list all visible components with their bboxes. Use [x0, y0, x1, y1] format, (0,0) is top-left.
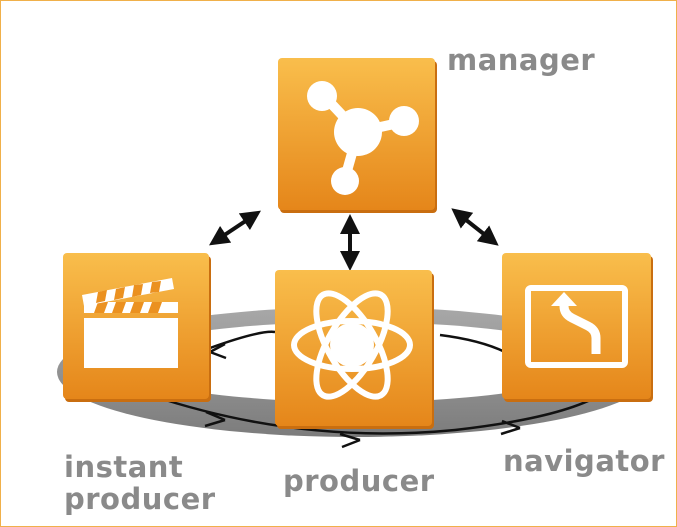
manager-tile: [278, 58, 437, 213]
route-display-icon: [525, 285, 628, 368]
producer-tile: [275, 270, 434, 429]
network-nodes-icon: [307, 81, 419, 195]
producer-label: producer: [283, 464, 435, 498]
navigator-tile: [502, 253, 653, 402]
instant-producer-label-line1: instant: [64, 450, 184, 484]
manager-label: manager: [447, 43, 596, 77]
connector-arrows: [209, 208, 499, 271]
instant-producer-label: instant producer: [64, 451, 216, 515]
instant-producer-label-line2: producer: [64, 482, 216, 516]
navigator-label: navigator: [503, 444, 665, 478]
instant-producer-tile: [63, 253, 211, 402]
atom-icon: [291, 290, 413, 400]
clapperboard-icon: [82, 278, 178, 368]
